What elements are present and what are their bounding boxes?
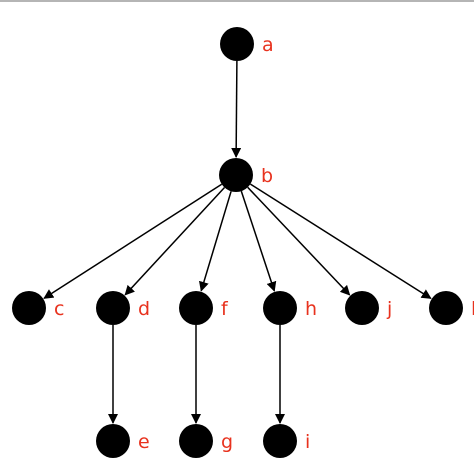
node-label-b: b (261, 165, 273, 187)
edges (43, 60, 432, 424)
node-circle-i (263, 424, 297, 458)
node-g: g (179, 424, 233, 458)
edge-b-h (240, 190, 277, 292)
node-l: l (429, 291, 474, 325)
node-label-e: e (138, 431, 150, 453)
edge-b-l (249, 183, 432, 300)
node-circle-g (179, 424, 213, 458)
edge-b-c (43, 183, 223, 299)
node-circle-a (220, 27, 254, 61)
node-circle-j (345, 291, 379, 325)
node-c: c (12, 291, 64, 325)
edge-b-d (124, 186, 226, 296)
node-b: b (219, 158, 273, 192)
node-a: a (220, 27, 274, 61)
node-f: f (179, 291, 229, 325)
nodes: a b c d f h j l e g i (12, 27, 474, 458)
edge-a-b (231, 60, 242, 158)
node-e: e (96, 424, 150, 458)
node-circle-d (96, 291, 130, 325)
node-label-i: i (305, 431, 310, 453)
node-circle-l (429, 291, 463, 325)
edge-b-f (199, 191, 232, 292)
node-h: h (263, 291, 317, 325)
edge-b-j (247, 186, 351, 296)
node-circle-b (219, 158, 253, 192)
node-label-h: h (305, 298, 317, 320)
node-i: i (263, 424, 310, 458)
node-label-a: a (262, 34, 274, 56)
node-label-g: g (221, 431, 233, 453)
node-label-d: d (138, 298, 150, 320)
node-circle-c (12, 291, 46, 325)
node-label-c: c (54, 298, 64, 320)
node-circle-h (263, 291, 297, 325)
node-j: j (345, 291, 392, 325)
node-d: d (96, 291, 150, 325)
node-label-l: l (471, 298, 474, 320)
node-circle-f (179, 291, 213, 325)
node-label-j: j (386, 298, 392, 320)
node-circle-e (96, 424, 130, 458)
node-label-f: f (221, 298, 229, 320)
